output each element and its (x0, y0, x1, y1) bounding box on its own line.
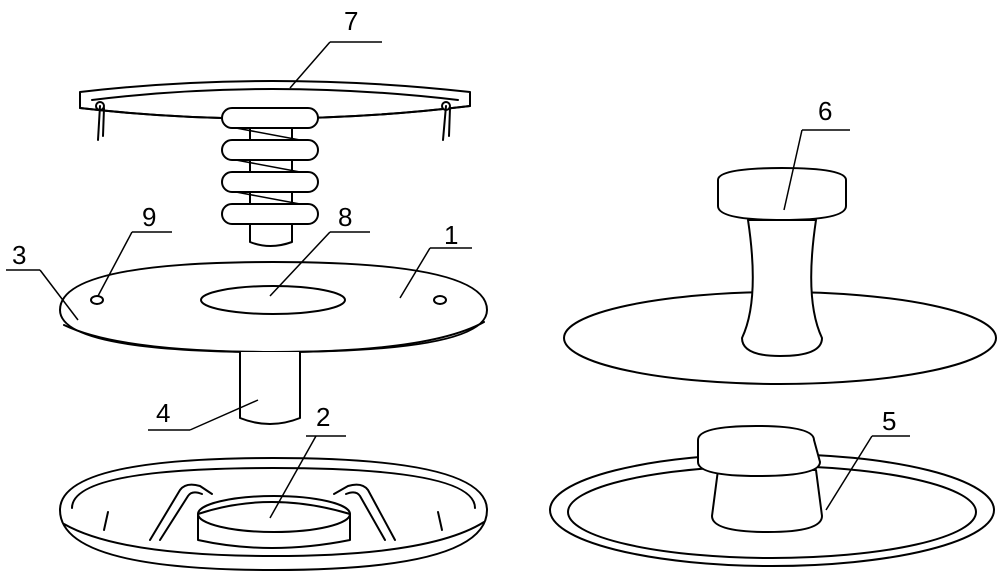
center-cup (197, 495, 351, 549)
label-9: 9 (142, 202, 156, 232)
nail-right (441, 101, 451, 141)
leader-5 (825, 435, 873, 511)
lower-stem (239, 352, 301, 425)
boss-body (711, 469, 823, 533)
label-3: 3 (12, 240, 26, 270)
boss-cap (697, 425, 821, 477)
spring-clip (149, 483, 396, 541)
leader-7 (289, 41, 331, 89)
middle-disc (59, 261, 488, 353)
spring-coil (221, 107, 319, 225)
label-7: 7 (344, 6, 358, 36)
leader-3 (39, 269, 79, 321)
leader-2 (269, 435, 317, 519)
knob-head (717, 167, 847, 221)
leader-1 (399, 247, 431, 299)
label-4: 4 (156, 398, 170, 428)
label-6: 6 (818, 96, 832, 126)
mounting-hole-right (433, 295, 447, 305)
label-2: 2 (316, 402, 330, 432)
label-8: 8 (338, 202, 352, 232)
knob-neck (741, 219, 823, 357)
leader-4 (189, 399, 259, 431)
leader-9 (97, 231, 133, 297)
leader-lines (6, 41, 910, 519)
nail-left (95, 101, 105, 141)
label-5: 5 (882, 406, 896, 436)
label-1: 1 (444, 220, 458, 250)
leader-8 (269, 231, 331, 297)
leader-6 (783, 129, 803, 211)
mounting-hole-left (90, 295, 104, 305)
